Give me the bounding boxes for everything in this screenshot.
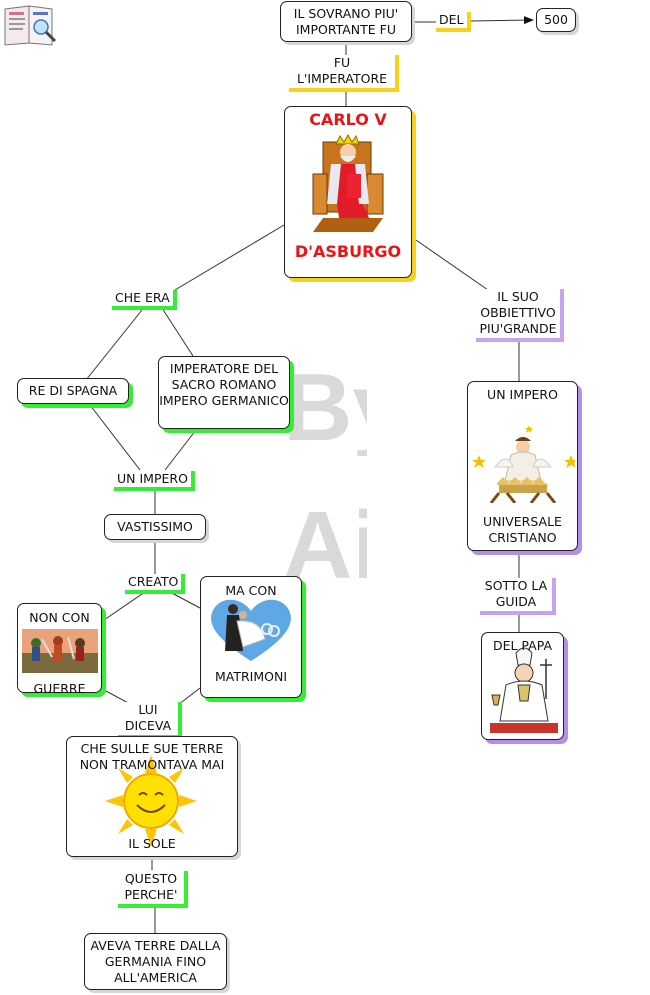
sun-icon [105, 755, 197, 847]
label-obbiettivo: IL SUO OBBIETTIVO PIU'GRANDE [476, 289, 564, 342]
node-matrimoni[interactable]: MA CON MATRIMONI [200, 576, 302, 698]
couple-heart-icon [203, 595, 299, 665]
node-year[interactable]: 500 [536, 8, 576, 32]
pope-icon [486, 643, 562, 737]
watermark-by: By [283, 360, 367, 456]
label-sotto-guida: SOTTO LA GUIDA [480, 578, 556, 615]
king-throne-icon [303, 133, 393, 234]
node-terre[interactable]: AVEVA TERRE DALLA GERMANIA FINO ALL'AMER… [84, 933, 227, 990]
dasburgo-title: D'ASBURGO [294, 242, 402, 261]
nativity-angel-icon [471, 411, 578, 504]
node-impero-universale[interactable]: UN IMPERO UNIVERSALE CRISTIANO [467, 381, 578, 551]
carlo-v-title: CARLO V [309, 110, 387, 129]
node-guerre[interactable]: NON CON GUERRE [17, 603, 102, 696]
label-del: DEL [436, 12, 471, 32]
node-papa[interactable]: DEL PAPA [481, 632, 564, 740]
label-un-impero: UN IMPERO [114, 471, 195, 491]
label-questo-perche: QUESTO PERCHE' [118, 871, 188, 908]
label-che-era: CHE ERA [112, 290, 177, 310]
node-imperatore-sacro[interactable]: IMPERATORE DEL SACRO ROMANO IMPERO GERMA… [158, 356, 290, 429]
node-sovrano[interactable]: IL SOVRANO PIU' IMPORTANTE FU [280, 1, 412, 42]
label-creato: CREATO [125, 574, 186, 594]
node-carlo-v[interactable]: CARLO V D'ASBURGO [284, 106, 412, 278]
book-logo-icon [2, 3, 58, 47]
battle-scene-icon [21, 629, 98, 673]
node-re-spagna[interactable]: RE DI SPAGNA [17, 378, 129, 404]
node-vastissimo[interactable]: VASTISSIMO [104, 514, 206, 540]
label-lui-diceva: LUI DICEVA [118, 702, 182, 739]
node-sole[interactable]: CHE SULLE SUE TERRE NON TRAMONTAVA MAI I… [66, 736, 238, 857]
label-fu-imperatore: FU L'IMPERATORE [288, 55, 400, 92]
